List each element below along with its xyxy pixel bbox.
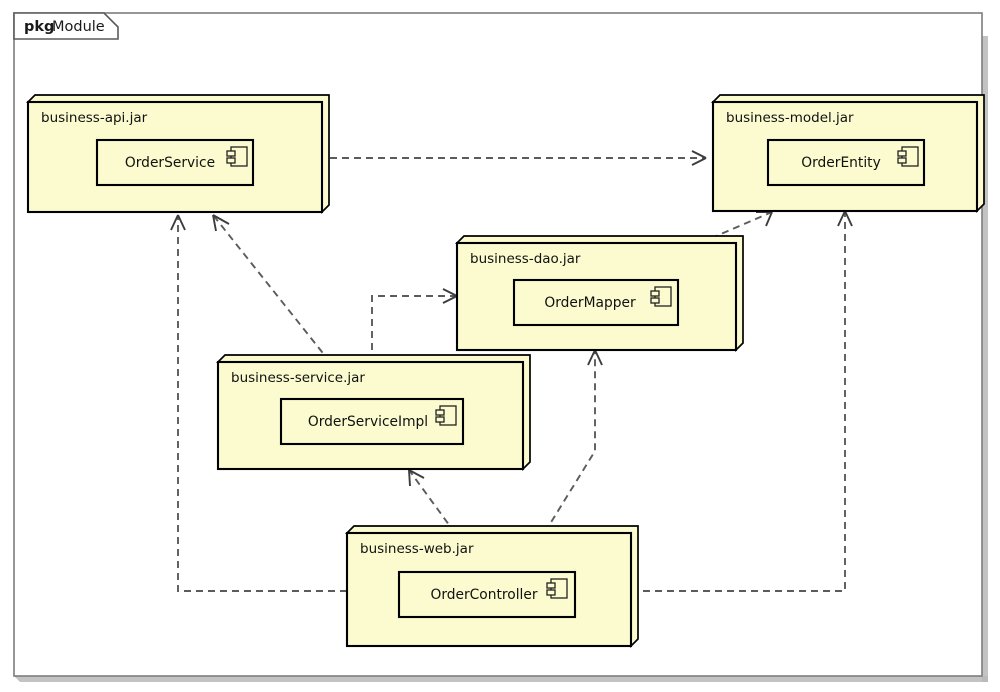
component-icon — [435, 405, 457, 426]
dependency-service-to-dao — [371, 288, 458, 362]
component-icon — [546, 578, 568, 599]
component-icon — [897, 146, 919, 167]
component-business-service[interactable]: business-service.jar OrderServiceImpl — [215, 354, 531, 472]
component-label: business-api.jar — [41, 110, 148, 126]
inner-classifier-label: OrderServiceImpl — [308, 414, 428, 430]
dependency-web-to-dao — [544, 349, 603, 533]
inner-classifier-box — [279, 397, 465, 446]
component-business-api[interactable]: business-api.jar OrderService — [25, 94, 330, 215]
component-business-model[interactable]: business-model.jar OrderEntity — [710, 94, 985, 214]
dependency-service-to-api — [212, 214, 331, 363]
dependency-web-to-api — [170, 214, 347, 592]
component-business-web[interactable]: business-web.jar OrderController — [344, 525, 639, 649]
dependency-web-to-service — [408, 469, 456, 534]
component-label: business-model.jar — [726, 110, 854, 126]
package-keyword: pkg — [24, 19, 54, 35]
dependency-web-to-model — [631, 210, 853, 592]
dependency-api-to-model — [330, 150, 707, 166]
component-business-dao[interactable]: business-dao.jar OrderMapper — [454, 235, 744, 353]
component-label: business-service.jar — [231, 370, 365, 386]
inner-classifier-label: OrderController — [430, 587, 537, 603]
inner-classifier-label: OrderEntity — [801, 155, 881, 171]
component-label: business-dao.jar — [470, 251, 581, 267]
package-name: Module — [52, 19, 105, 35]
package-frame-shadow — [14, 676, 988, 682]
package-tab — [13, 12, 119, 40]
inner-classifier-label: OrderService — [125, 155, 215, 171]
component-icon — [650, 286, 672, 307]
component-label: business-web.jar — [360, 541, 474, 557]
component-icon — [226, 146, 248, 167]
inner-classifier-label: OrderMapper — [544, 295, 636, 311]
inner-classifier-box — [397, 570, 577, 619]
